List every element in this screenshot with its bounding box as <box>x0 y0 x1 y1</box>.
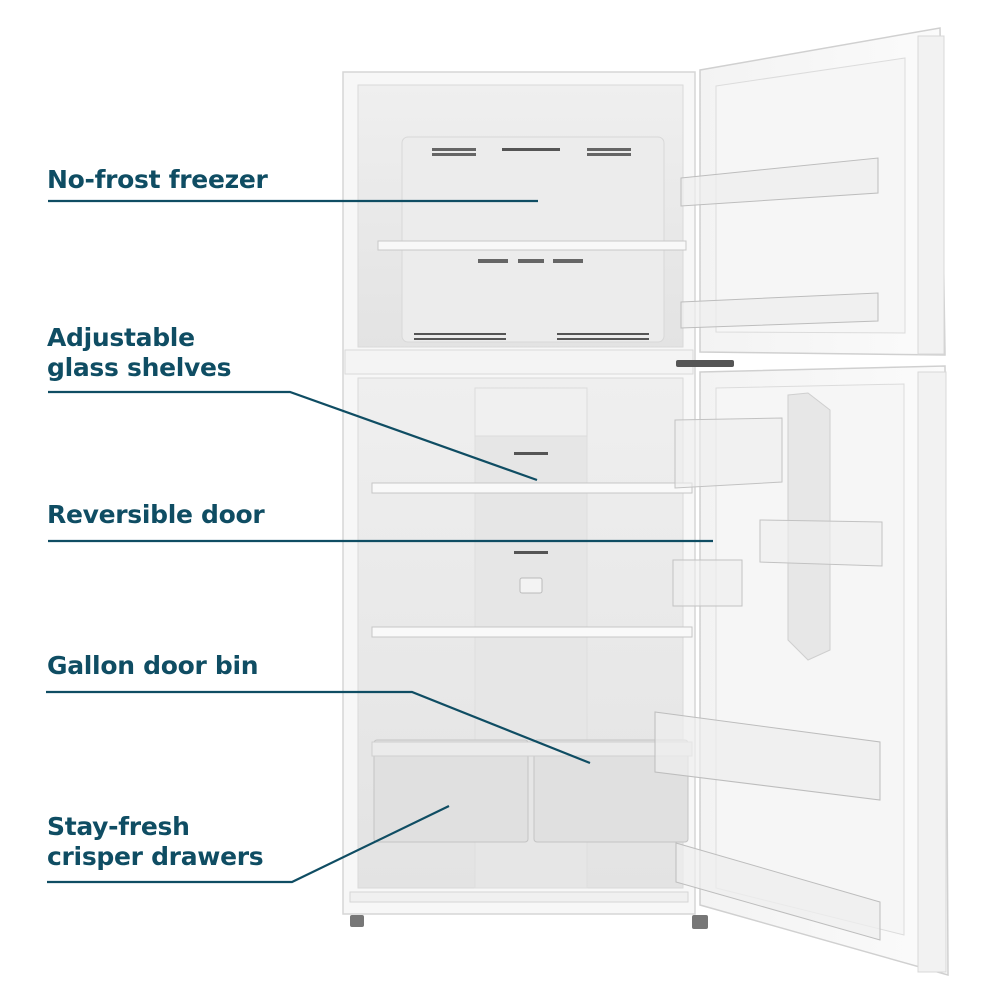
label-gallon-door-bin: Gallon door bin <box>47 651 259 681</box>
label-reversible-door: Reversible door <box>47 500 265 530</box>
label-adjustable-glass-shelves: Adjustable glass shelves <box>47 323 232 383</box>
label-line: Gallon door bin <box>47 651 259 680</box>
label-line: glass shelves <box>47 353 232 382</box>
label-line: No-frost freezer <box>47 165 268 194</box>
fresh-food-door <box>654 365 949 976</box>
freezer-door <box>680 27 946 356</box>
label-stay-fresh-crisper-drawers: Stay-fresh crisper drawers <box>47 812 264 872</box>
label-line: Reversible door <box>47 500 265 529</box>
label-line: Adjustable <box>47 323 195 352</box>
label-no-frost-freezer: No-frost freezer <box>47 165 268 195</box>
label-line: Stay-fresh <box>47 812 190 841</box>
cabinet <box>342 71 734 929</box>
label-line: crisper drawers <box>47 842 264 871</box>
